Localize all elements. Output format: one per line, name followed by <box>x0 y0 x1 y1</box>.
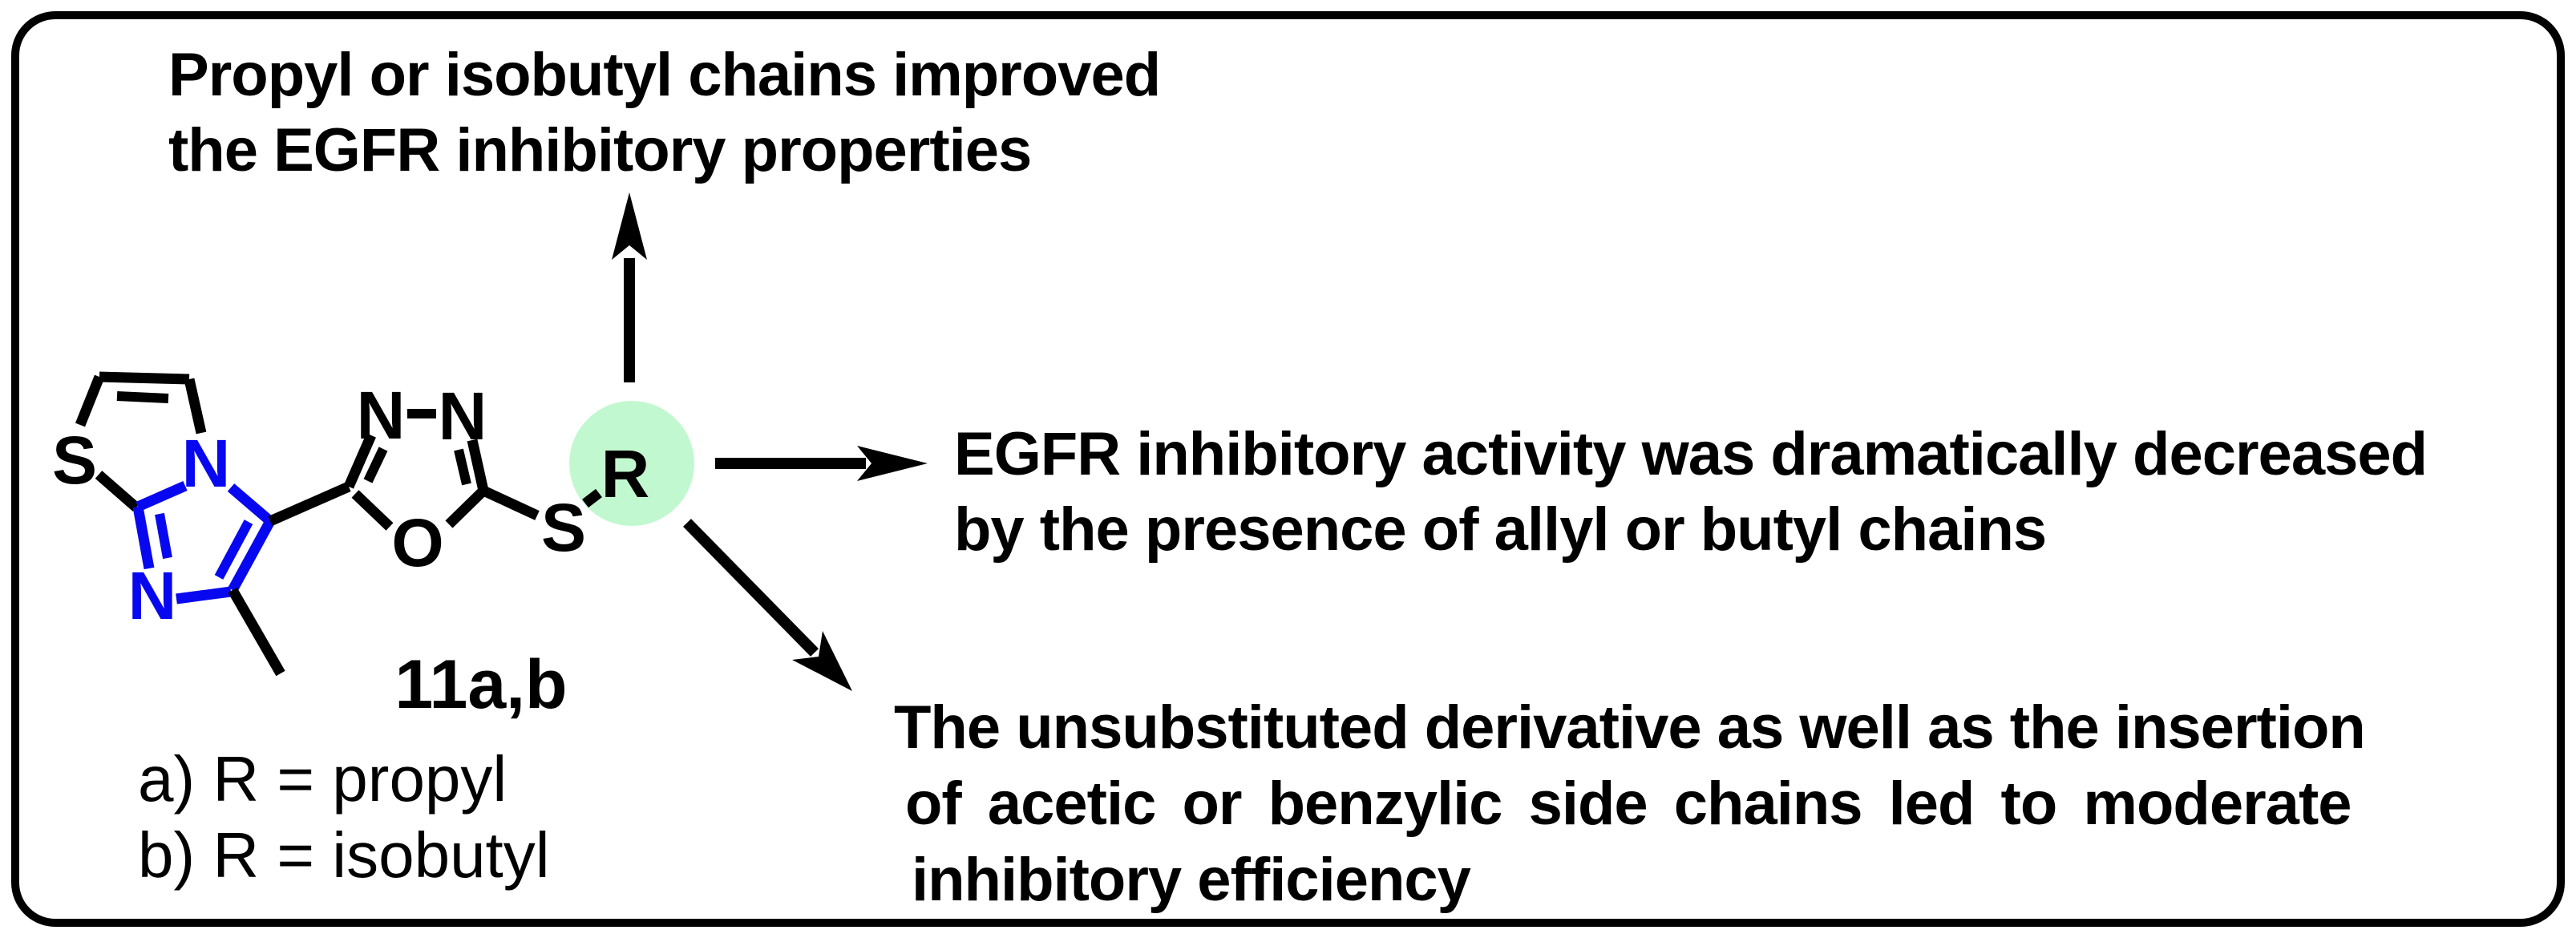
imidazole-n-atom: N <box>128 558 177 633</box>
bond <box>95 471 140 511</box>
note-right-line1: EGFR inhibitory activity was dramaticall… <box>954 420 2428 488</box>
oxadiazole-n-right-atom: N <box>439 378 487 454</box>
r-group-atom: R <box>601 436 650 511</box>
linker-bonds <box>481 486 602 520</box>
right-arrow-icon <box>715 446 928 481</box>
bond <box>454 448 471 486</box>
note-bottom-line2: of acetic or benzylic side chains led to… <box>905 770 2352 838</box>
note-top: Propyl or isobutyl chains improved the E… <box>168 38 1161 188</box>
bond <box>344 433 376 489</box>
note-bottom-line1: The unsubstituted derivative as well as … <box>894 693 2366 762</box>
bond <box>445 487 487 528</box>
up-arrow-head <box>612 192 647 260</box>
thioether-s-atom: S <box>541 490 586 565</box>
bond <box>99 371 190 385</box>
bond <box>135 481 188 511</box>
oxadiazole-ring-bonds <box>344 409 489 531</box>
variant-b-label: b) R = isobutyl <box>138 819 550 891</box>
note-bottom: The unsubstituted derivative as well as … <box>894 689 2366 918</box>
oxadiazole-o-atom: O <box>391 505 443 580</box>
variant-a-label: a) R = propyl <box>138 743 508 815</box>
thiazole-ring-bonds <box>75 371 207 511</box>
note-top-line2: the EGFR inhibitory properties <box>168 116 1032 184</box>
diagonal-arrow-icon <box>683 519 852 691</box>
bond <box>132 505 155 570</box>
note-bottom-line3: inhibitory efficiency <box>912 846 1471 914</box>
bond <box>184 378 207 435</box>
oxadiazole-n-left-atom: N <box>357 378 406 453</box>
bridgehead-n-atom: N <box>182 426 231 501</box>
bond <box>155 512 172 560</box>
figure-border <box>11 11 2565 927</box>
right-arrow-head <box>857 446 928 481</box>
bond <box>75 374 105 427</box>
diagonal-arrow-head <box>792 631 852 691</box>
bond <box>214 520 253 580</box>
note-right: EGFR inhibitory activity was dramaticall… <box>954 417 2428 568</box>
methyl-bond <box>228 587 285 677</box>
bond <box>227 483 274 525</box>
bond <box>351 490 394 531</box>
bond <box>363 447 388 483</box>
diagonal-arrow-tail <box>683 519 819 657</box>
ring-link-bond <box>268 482 351 526</box>
r-group-highlight-circle <box>569 401 694 526</box>
bond <box>228 518 275 593</box>
bond <box>481 486 540 520</box>
thiazole-s-atom: S <box>52 423 97 498</box>
imidazole-ring-bonds <box>132 481 275 604</box>
note-top-line1: Propyl or isobutyl chains improved <box>168 41 1161 109</box>
bond <box>582 488 602 508</box>
bond <box>176 586 232 604</box>
note-right-line2: by the presence of allyl or butyl chains <box>954 495 2047 564</box>
compound-label: 11a,b <box>394 646 568 723</box>
bond <box>116 391 169 403</box>
bond <box>467 439 489 492</box>
up-arrow-icon <box>612 192 647 382</box>
